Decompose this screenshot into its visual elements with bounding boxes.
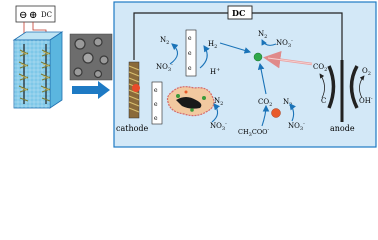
power-minus-symbol: ⊖ — [19, 10, 27, 21]
circuit-dc-box — [227, 5, 253, 20]
power-supply-box — [15, 5, 56, 23]
h2-to-bacteria-arrow — [219, 42, 252, 54]
acetate-sub: 3 — [249, 132, 252, 138]
upper-no3-text: NO — [156, 63, 168, 71]
green-n2-text: N — [258, 30, 264, 38]
green-n2-sub: 2 — [264, 34, 267, 40]
svg-text:NO3-: NO3- — [288, 121, 305, 132]
anode-oh-text: OH — [359, 97, 371, 105]
circuit-dc-label: DC — [232, 8, 245, 18]
anode-label: anode — [330, 124, 355, 133]
h-plus-to-h2-arrow — [199, 45, 210, 69]
biofilm-cluster — [166, 86, 215, 117]
biofilm-no3-to-n2-arrow — [211, 103, 221, 123]
electron-lower-1: e — [154, 87, 158, 94]
h2-text: H — [208, 40, 214, 48]
anode-oh-sup: - — [371, 96, 373, 102]
orange-co2-text: CO — [258, 98, 269, 106]
cathode-rod-tank — [18, 44, 29, 104]
power-plus-symbol: ⊕ — [29, 10, 37, 21]
upper-no3-to-n2-arrow — [169, 43, 179, 65]
acetate-sup: - — [267, 127, 269, 133]
co2-to-green-arrow — [257, 62, 267, 95]
electron-lower-3: e — [154, 115, 158, 122]
svg-text:OH-: OH- — [359, 96, 373, 105]
svg-text:NO3-: NO3- — [276, 38, 293, 49]
anode-o2-sub: 2 — [368, 71, 371, 77]
anode-c-text: C — [321, 97, 326, 105]
anode-rod-tank — [40, 44, 51, 104]
upper-n2-text: N — [160, 36, 166, 44]
orange-no3-sub: 3 — [300, 126, 303, 132]
reactor-tank: ⊖ ⊕ DC — [12, 5, 64, 109]
upper-electron-bar: e e e — [185, 29, 197, 77]
h2-sub: 2 — [214, 44, 217, 50]
anode-co2-arrow — [319, 73, 325, 99]
electron-upper-1: e — [188, 35, 192, 42]
acetate-text: CH — [238, 128, 249, 136]
h-plus-text: H — [210, 68, 216, 76]
svg-text:N2: N2 — [214, 97, 223, 107]
orange-no3-text: NO — [288, 122, 300, 130]
biofilm-n2-sub: 2 — [220, 101, 223, 107]
sem-micrograph — [69, 33, 113, 81]
svg-text:CO2: CO2 — [313, 63, 327, 73]
electron-upper-3: e — [188, 65, 192, 72]
biofilm-no3-sup: - — [225, 121, 227, 127]
orange-n2-text: N — [283, 98, 289, 106]
upper-no3-sub: 3 — [168, 67, 171, 73]
svg-text:NO3-: NO3- — [210, 121, 227, 132]
svg-text:H+: H+ — [210, 67, 220, 76]
upper-n2-sub: 2 — [166, 40, 169, 46]
orange-bacterium — [271, 108, 281, 118]
biofilm-no3-text: NO — [210, 122, 222, 130]
electron-lower-2: e — [154, 101, 158, 108]
anode-o2-text: O — [362, 67, 368, 75]
svg-text:O2: O2 — [362, 67, 371, 77]
diagram-canvas: ⊖ ⊕ DC DC — [12, 1, 377, 148]
anode-o2-arrow — [359, 75, 365, 99]
svg-text:NO3-: NO3- — [156, 62, 173, 73]
orange-no3-sup: - — [303, 121, 305, 127]
no3-to-n2-lower-arrow — [289, 103, 296, 122]
acetate-to-co2-arrow — [261, 104, 270, 127]
green-no3-arrow — [261, 39, 277, 46]
power-supply-label: DC — [41, 11, 52, 19]
upper-no3-sup: - — [171, 62, 173, 68]
cathode-red-dot — [132, 84, 140, 92]
cathode-label: cathode — [116, 124, 149, 133]
svg-text:CH3COO-: CH3COO- — [238, 127, 269, 138]
green-no3-text: NO — [276, 39, 288, 47]
green-no3-sub: 3 — [288, 43, 291, 49]
green-bacterium — [253, 52, 263, 62]
cathode-electrode — [128, 61, 140, 119]
svg-text:CO2: CO2 — [258, 98, 272, 108]
orange-co2-sub: 2 — [269, 102, 272, 108]
biofilm-no3-sub: 3 — [222, 126, 225, 132]
h-plus-sup: + — [216, 67, 220, 73]
tank-side — [49, 31, 63, 109]
green-no3-sup: - — [291, 38, 293, 44]
svg-text:H2: H2 — [208, 40, 217, 50]
biofilm-n2-text: N — [214, 97, 220, 105]
lower-electron-bar: e e e — [151, 81, 163, 125]
electron-upper-2: e — [188, 50, 192, 57]
anode-co2-sub: 2 — [324, 67, 327, 73]
anode-co2-text: CO — [313, 63, 324, 71]
zoom-arrow — [72, 81, 110, 99]
anode-electrode — [327, 60, 359, 122]
svg-text:N2: N2 — [258, 30, 267, 40]
acetate-tail: COO — [252, 128, 268, 136]
svg-text:N2: N2 — [160, 36, 169, 46]
